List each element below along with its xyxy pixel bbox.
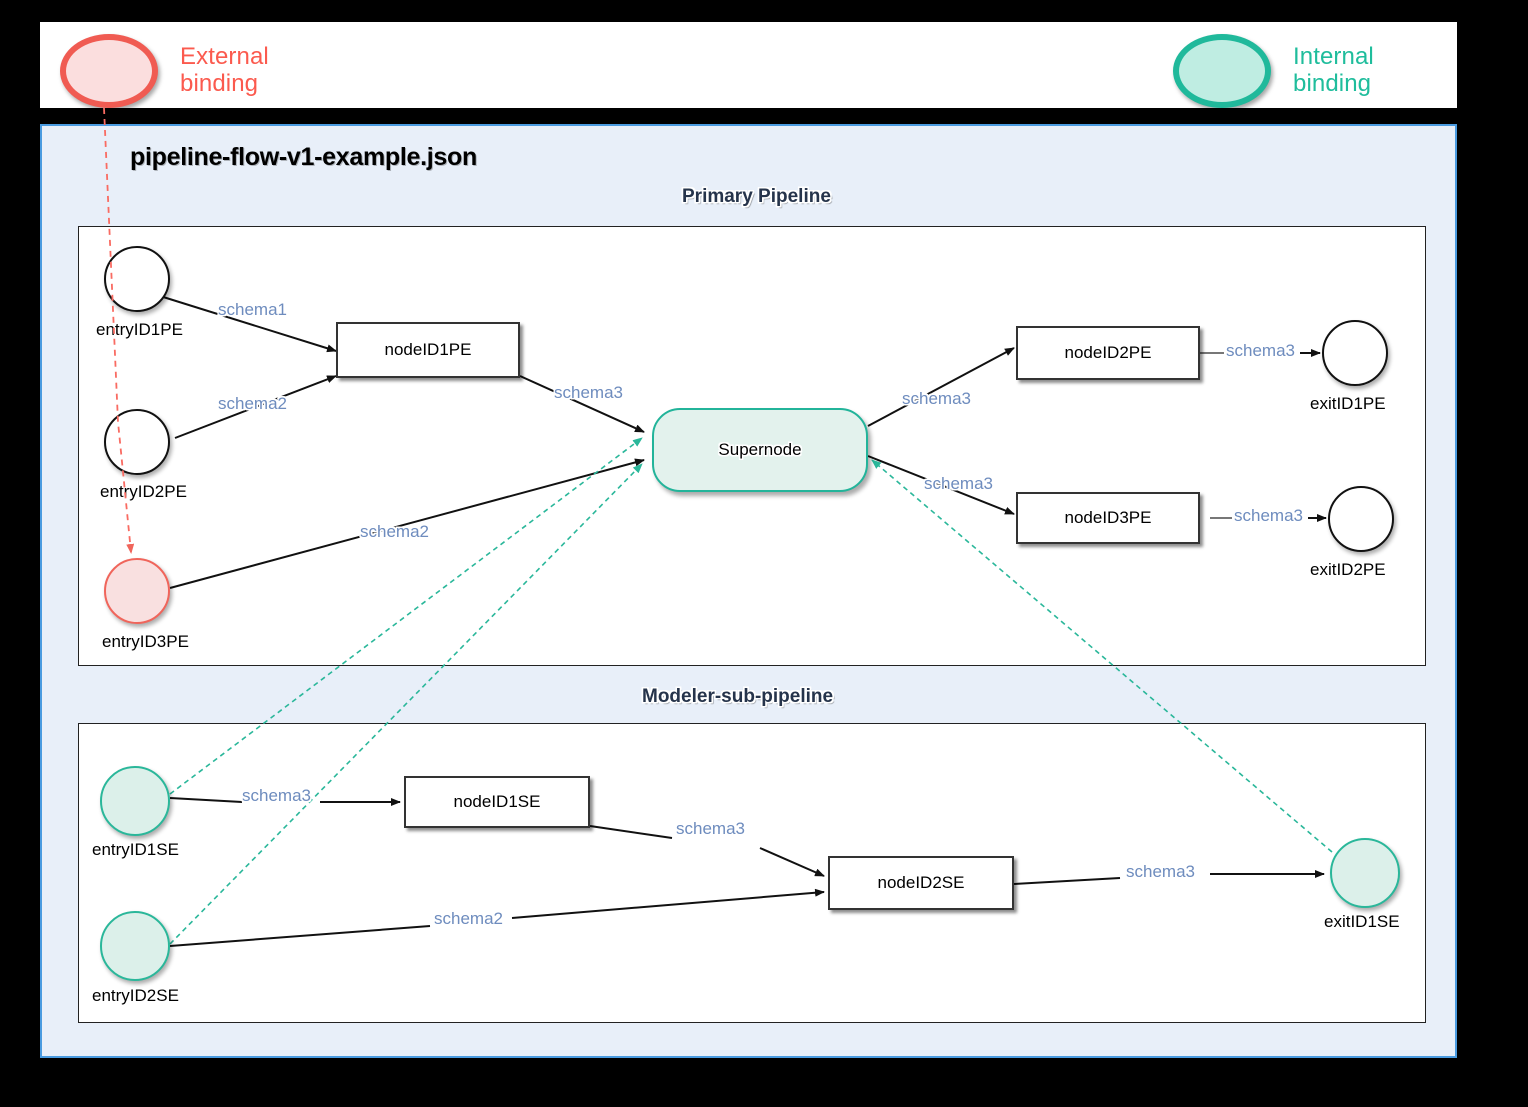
link-label-schema3-nodeID2SE: schema3 xyxy=(676,819,745,838)
internal-binding-label-line1: Internal xyxy=(1293,43,1374,71)
external-binding-label: External binding xyxy=(180,43,269,98)
legend-internal-binding: Internal binding xyxy=(1173,34,1374,108)
legend-bar: External binding Internal binding xyxy=(40,22,1457,108)
node-nodeID2SE[interactable]: nodeID2SE xyxy=(828,856,1014,910)
node-caption-entryID2SE: entryID2SE xyxy=(92,986,179,1005)
node-label-nodeID2PE: nodeID2PE xyxy=(1064,343,1152,362)
node-label-nodeID2SE: nodeID2SE xyxy=(877,873,965,892)
node-caption-exitID2PE: exitID2PE xyxy=(1310,560,1386,579)
node-nodeID1SE[interactable]: nodeID1SE xyxy=(404,776,590,828)
node-label-supernode: Supernode xyxy=(718,440,802,459)
group-title-primary-pipeline: Primary Pipeline xyxy=(682,186,831,207)
node-label-nodeID1SE: nodeID1SE xyxy=(453,792,541,811)
link-label-schema2-entryID2SE: schema2 xyxy=(434,909,503,928)
node-exitID1PE[interactable] xyxy=(1322,320,1388,386)
internal-binding-label-line2: binding xyxy=(1293,70,1372,97)
link-label-schema2-entryID2PE: schema2 xyxy=(218,394,287,413)
node-nodeID3PE[interactable]: nodeID3PE xyxy=(1016,492,1200,544)
node-label-nodeID3PE: nodeID3PE xyxy=(1064,508,1152,527)
node-entryID1PE[interactable] xyxy=(104,246,170,312)
node-exitID1SE[interactable] xyxy=(1330,838,1400,908)
link-label-schema3-nodeID2PE: schema3 xyxy=(902,389,971,408)
link-label-schema3-exitID2PE: schema3 xyxy=(1234,506,1303,525)
node-entryID2SE[interactable] xyxy=(100,911,170,981)
node-entryID2PE[interactable] xyxy=(104,409,170,475)
link-label-schema1: schema1 xyxy=(218,300,287,319)
sub-pipeline-frame xyxy=(78,723,1426,1023)
node-exitID2PE[interactable] xyxy=(1328,486,1394,552)
node-supernode[interactable]: Supernode xyxy=(652,408,868,492)
node-nodeID2PE[interactable]: nodeID2PE xyxy=(1016,326,1200,380)
node-label-nodeID1PE: nodeID1PE xyxy=(384,340,472,359)
node-caption-entryID1PE: entryID1PE xyxy=(96,320,183,339)
link-label-schema3-nodeID3PE: schema3 xyxy=(924,474,993,493)
node-caption-entryID2PE: entryID2PE xyxy=(100,482,187,501)
external-binding-label-line1: External xyxy=(180,43,269,71)
group-title-modeler-sub-pipeline: Modeler-sub-pipeline xyxy=(642,686,834,707)
page-title: pipeline-flow-v1-example.json xyxy=(130,143,477,171)
node-caption-exitID1SE: exitID1SE xyxy=(1324,912,1400,931)
link-label-schema3-nodeID1PE: schema3 xyxy=(554,383,623,402)
link-label-schema3-nodeID1SE: schema3 xyxy=(242,786,311,805)
link-label-schema3-exitID1SE: schema3 xyxy=(1126,862,1195,881)
external-binding-label-line2: binding xyxy=(180,70,259,97)
node-caption-exitID1PE: exitID1PE xyxy=(1310,394,1386,413)
link-label-schema3-exitID1PE: schema3 xyxy=(1226,341,1295,360)
node-entryID1SE[interactable] xyxy=(100,766,170,836)
node-entryID3PE[interactable] xyxy=(104,558,170,624)
pipeline-canvas[interactable]: pipeline-flow-v1-example.json Primary Pi… xyxy=(40,124,1457,1058)
link-label-schema2-entryID3PE: schema2 xyxy=(360,522,429,541)
internal-binding-label: Internal binding xyxy=(1293,43,1374,98)
legend-external-binding: External binding xyxy=(60,34,269,108)
node-caption-entryID3PE: entryID3PE xyxy=(102,632,189,651)
node-caption-entryID1SE: entryID1SE xyxy=(92,840,179,859)
internal-binding-ellipse-icon xyxy=(1173,34,1271,108)
node-nodeID1PE[interactable]: nodeID1PE xyxy=(336,322,520,378)
external-binding-ellipse-icon xyxy=(60,34,158,108)
